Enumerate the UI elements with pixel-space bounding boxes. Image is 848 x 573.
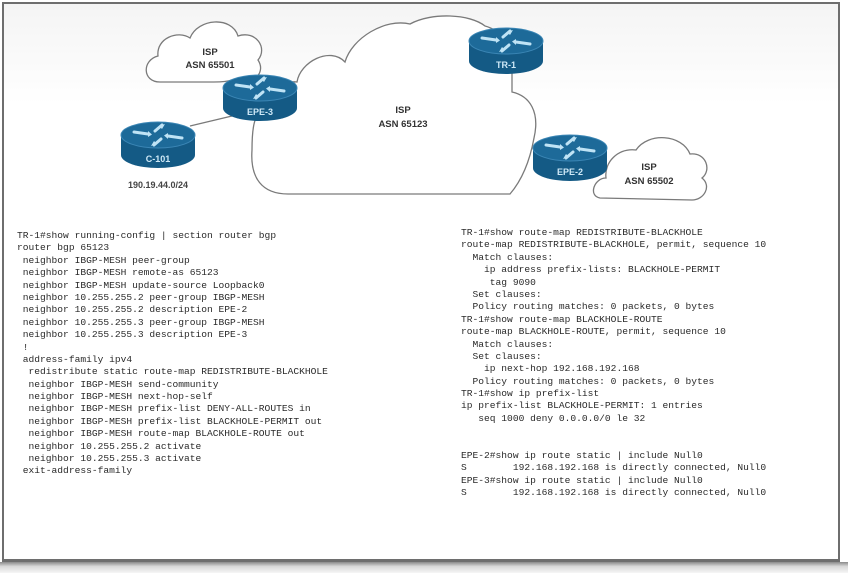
router-tr-1: TR-1	[467, 26, 545, 76]
router-epe-3: EPE-3	[221, 73, 299, 123]
cli-output-line: redistribute static route-map REDISTRIBU…	[17, 366, 328, 378]
cli-output-line: Match clauses:	[461, 251, 554, 263]
cloud-label-65123-line1: ISP	[395, 105, 411, 116]
cloud-label-65501-line2: ASN 65501	[185, 60, 235, 71]
cli-output-line: Policy routing matches: 0 packets, 0 byt…	[461, 375, 715, 387]
cli-output-line: ip address prefix-lists: BLACKHOLE-PERMI…	[461, 264, 721, 276]
cli-output-line: neighbor 10.255.255.3 peer-group IBGP-ME…	[17, 316, 265, 328]
cli-output-line: neighbor IBGP-MESH prefix-list BLACKHOLE…	[17, 415, 323, 427]
cli-output-line: S 192.168.192.168 is directly connected,…	[461, 462, 767, 474]
cli-output-line: neighbor IBGP-MESH route-map BLACKHOLE-R…	[17, 428, 305, 440]
cli-output-line: ip next-hop 192.168.192.168	[461, 363, 640, 375]
router-label-epe-3: EPE-3	[247, 107, 273, 117]
cloud-label-65501-line1: ISP	[202, 47, 218, 58]
cli-output-line: route-map BLACKHOLE-ROUTE, permit, seque…	[461, 326, 726, 338]
cli-output-line: neighbor 10.255.255.2 peer-group IBGP-ME…	[17, 291, 265, 303]
link-c101-epe3	[189, 115, 233, 127]
cli-output-line: S 192.168.192.168 is directly connected,…	[461, 487, 767, 499]
bgp-running-config-output: TR-1#show running-config | section route…	[17, 230, 328, 478]
cli-output-line: TR-1#show running-config | section route…	[17, 230, 277, 241]
cli-output-line	[461, 425, 766, 437]
cloud-isp-65123	[251, 15, 537, 195]
cli-output-line: Match clauses:	[461, 338, 554, 350]
cli-output-line: Set clauses:	[461, 350, 542, 362]
cloud-label-65502-line1: ISP	[641, 162, 657, 173]
cli-output-line: neighbor IBGP-MESH update-source Loopbac…	[17, 279, 265, 291]
cloud-label-65123-line2: ASN 65123	[378, 119, 427, 130]
cli-output-line: TR-1#show ip prefix-list	[461, 388, 600, 400]
router-c-101: C-101	[119, 120, 197, 170]
route-map-and-route-output: TR-1#show route-map REDISTRIBUTE-BLACKHO…	[461, 227, 766, 500]
cli-output-line: ip prefix-list BLACKHOLE-PERMIT: 1 entri…	[461, 400, 703, 412]
cli-output-line: neighbor IBGP-MESH remote-as 65123	[17, 267, 219, 279]
cli-output-line: router bgp 65123	[17, 242, 110, 254]
cli-output-line: EPE-3#show ip route static | include Nul…	[461, 474, 703, 486]
cli-output-line: neighbor 10.255.255.3 description EPE-3	[17, 329, 248, 341]
cli-output-line: address-family ipv4	[17, 353, 133, 365]
cli-output-line	[461, 438, 766, 450]
network-topology-diagram: EPE-3 C-101 TR-1 EPE-2 ISP ASN 65501 ISP…	[119, 15, 708, 201]
cli-output-line: TR-1#show route-map REDISTRIBUTE-BLACKHO…	[461, 227, 703, 238]
cli-output-line: neighbor 10.255.255.3 activate	[17, 453, 202, 465]
cli-output-line: neighbor IBGP-MESH prefix-list DENY-ALL-…	[17, 403, 311, 415]
cli-output-line: EPE-2#show ip route static | include Nul…	[461, 450, 703, 462]
router-label-tr-1: TR-1	[496, 60, 516, 70]
router-label-c-101: C-101	[146, 154, 171, 164]
frame-bottom-edge	[0, 562, 848, 573]
cli-output-line: Policy routing matches: 0 packets, 0 byt…	[461, 301, 715, 313]
cli-output-line: TR-1#show route-map BLACKHOLE-ROUTE	[461, 313, 663, 325]
router-label-epe-2: EPE-2	[557, 167, 583, 177]
cloud-label-65502-line2: ASN 65502	[624, 176, 673, 187]
cli-output-line: tag 9090	[461, 276, 536, 288]
cli-output-line: neighbor IBGP-MESH next-hop-self	[17, 391, 213, 403]
cli-output-line: Set clauses:	[461, 288, 542, 300]
subnet-label-c-101: 190.19.44.0/24	[128, 180, 188, 190]
cli-output-line: neighbor IBGP-MESH peer-group	[17, 254, 190, 266]
cli-output-line: exit-address-family	[17, 465, 133, 477]
cli-output-line: seq 1000 deny 0.0.0.0/0 le 32	[461, 412, 646, 424]
cli-output-line: !	[17, 341, 29, 353]
router-epe-2: EPE-2	[531, 133, 609, 183]
cloud-isp-65502	[592, 137, 708, 201]
cli-output-line: neighbor IBGP-MESH send-community	[17, 378, 219, 390]
cli-output-line: neighbor 10.255.255.2 description EPE-2	[17, 304, 248, 316]
cli-output-line: route-map REDISTRIBUTE-BLACKHOLE, permit…	[461, 239, 767, 251]
cli-output-line: neighbor 10.255.255.2 activate	[17, 440, 202, 452]
